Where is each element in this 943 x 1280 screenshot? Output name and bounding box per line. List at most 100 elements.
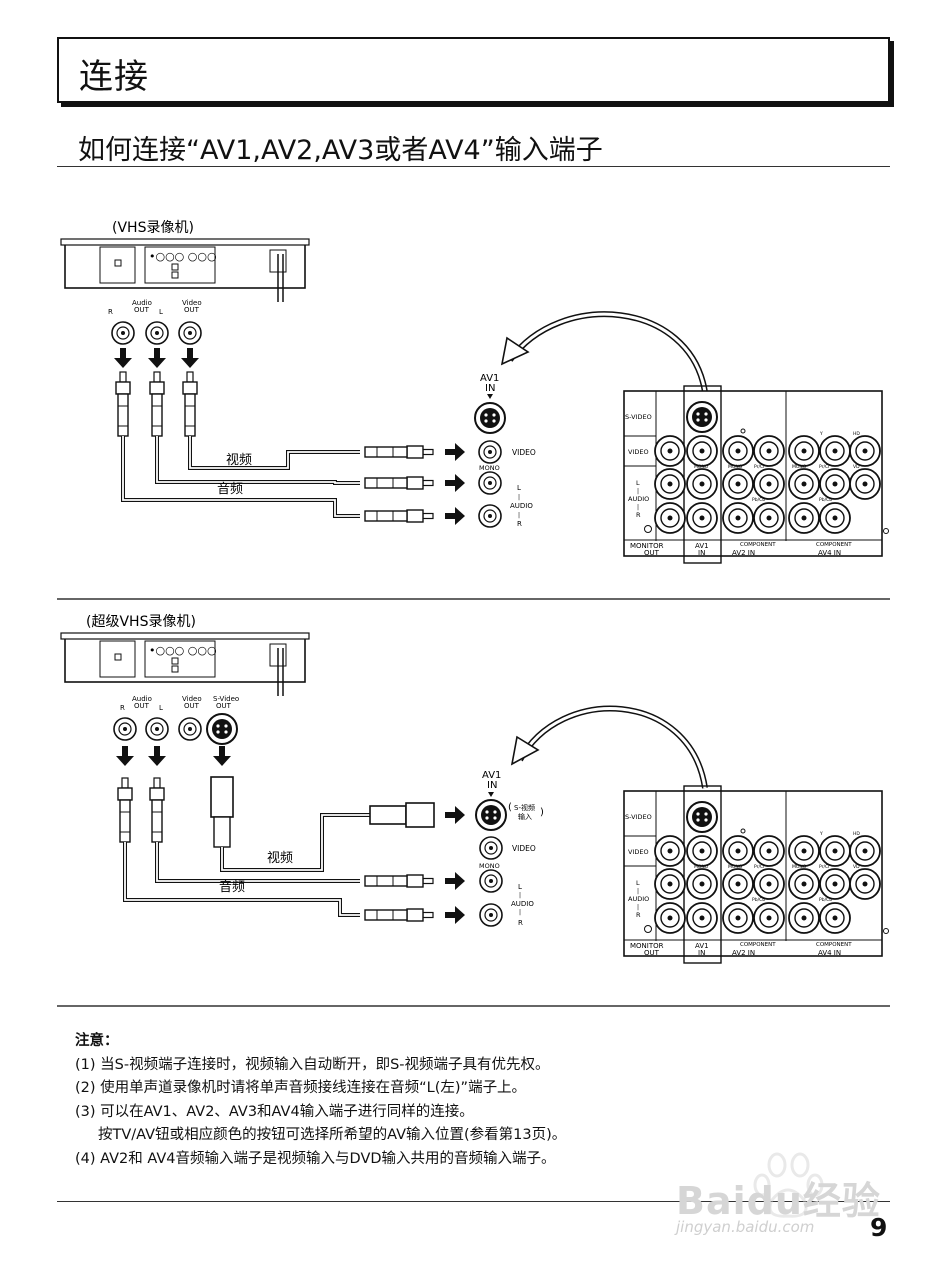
av1-audio-r-jack bbox=[478, 504, 502, 528]
subtitle-rule bbox=[57, 166, 890, 167]
page-title: 连接 bbox=[79, 57, 149, 97]
svg-text:MONO: MONO bbox=[479, 862, 500, 870]
svg-text:Pb/Cb: Pb/Cb bbox=[819, 497, 832, 503]
svg-text:AV1: AV1 bbox=[695, 542, 709, 550]
svg-text:MONO: MONO bbox=[728, 864, 743, 870]
footer-rule bbox=[57, 1201, 890, 1202]
svg-text:AV4 IN: AV4 IN bbox=[818, 549, 841, 557]
svhs-label: (超级VHS录像机) bbox=[86, 614, 196, 630]
svg-text:MONO: MONO bbox=[792, 864, 807, 870]
svg-text:Pr/Cr: Pr/Cr bbox=[754, 464, 765, 470]
note-3: (3) 可以在AV1、AV2、AV3和AV4输入端子进行同样的连接。 bbox=[75, 1103, 474, 1120]
svhs-device bbox=[60, 632, 310, 697]
svg-text:S-VIDEO: S-VIDEO bbox=[625, 413, 652, 421]
svg-text:R: R bbox=[636, 911, 641, 919]
svg-text:Pb/Cb: Pb/Cb bbox=[819, 897, 832, 903]
svg-text:L: L bbox=[518, 883, 522, 891]
svg-text:Audio: Audio bbox=[132, 299, 152, 307]
svg-text:HD: HD bbox=[853, 831, 860, 837]
svg-text:OUT: OUT bbox=[644, 949, 660, 957]
svg-text:AUDIO: AUDIO bbox=[628, 495, 649, 503]
svg-text:L: L bbox=[636, 479, 640, 487]
svg-text:MONO: MONO bbox=[792, 464, 807, 470]
svg-text:IN: IN bbox=[698, 949, 705, 957]
svhs-svideo-out-jack bbox=[206, 713, 238, 745]
svg-text:Pb/Cb: Pb/Cb bbox=[752, 897, 765, 903]
notes-section: 注意： (1) 当S-视频端子连接时，视频输入自动断开，即S-视频端子具有优先权… bbox=[75, 1030, 566, 1171]
svg-text:(: ( bbox=[508, 802, 512, 813]
svg-text:AV1: AV1 bbox=[695, 942, 709, 950]
svg-text:Video: Video bbox=[182, 299, 202, 307]
title-box: 连接 bbox=[57, 37, 890, 103]
svg-text:Y: Y bbox=[819, 431, 823, 437]
svg-text:|: | bbox=[519, 892, 521, 899]
svg-text:|: | bbox=[518, 512, 520, 519]
svg-text:VIDEO: VIDEO bbox=[628, 448, 649, 456]
notes-heading: 注意： bbox=[75, 1033, 119, 1049]
section-subtitle: 如何连接“AV1,AV2,AV3或者AV4”输入端子 bbox=[78, 135, 603, 166]
svg-text:VIDEO: VIDEO bbox=[512, 844, 536, 853]
svg-text:AUDIO: AUDIO bbox=[511, 900, 534, 908]
watermark-brand: Baidu经验 bbox=[676, 1179, 881, 1223]
svg-text:Pr/Cr: Pr/Cr bbox=[754, 864, 765, 870]
svg-text:|: | bbox=[519, 909, 521, 916]
svg-text:输入: 输入 bbox=[518, 812, 532, 821]
svg-text:OUT: OUT bbox=[644, 549, 660, 557]
svg-text:AV1: AV1 bbox=[482, 770, 501, 781]
vcr-label: (VHS录像机) bbox=[112, 220, 194, 236]
baidu-paw-icon bbox=[753, 1152, 824, 1218]
svg-text:L: L bbox=[159, 704, 163, 712]
svg-text:COMPONENT: COMPONENT bbox=[816, 942, 852, 948]
svg-text:VD: VD bbox=[853, 864, 860, 870]
svg-text:OUT: OUT bbox=[216, 702, 232, 710]
video-cable-label-2: 视频 bbox=[267, 851, 293, 866]
svg-text:R: R bbox=[120, 704, 125, 712]
svg-text:VIDEO: VIDEO bbox=[512, 448, 536, 457]
svg-text:|: | bbox=[518, 494, 520, 501]
svg-text:VIDEO: VIDEO bbox=[628, 848, 649, 856]
svg-text:R: R bbox=[518, 919, 523, 927]
svg-text:MONO: MONO bbox=[694, 464, 709, 470]
svg-text:AV1: AV1 bbox=[480, 373, 499, 384]
svg-text:AV2 IN: AV2 IN bbox=[732, 949, 755, 957]
svg-text:Video: Video bbox=[182, 695, 202, 703]
svg-text:Pr/Cr: Pr/Cr bbox=[819, 464, 830, 470]
svg-text:VD: VD bbox=[853, 464, 860, 470]
svg-text:HD: HD bbox=[853, 431, 860, 437]
svg-text:Audio: Audio bbox=[132, 695, 152, 703]
svg-text:COMPONENT: COMPONENT bbox=[740, 542, 776, 548]
note-2: (2) 使用单声道录像机时请将单声音频接线连接在音频“L(左)”端子上。 bbox=[75, 1080, 527, 1096]
svg-text:|: | bbox=[637, 504, 639, 511]
av1-svideo-in-jack-2 bbox=[475, 799, 507, 831]
svg-text:MONO: MONO bbox=[694, 864, 709, 870]
svg-text:OUT: OUT bbox=[184, 702, 200, 710]
vcr-audio-r-jack bbox=[111, 321, 135, 345]
svg-text:AV4 IN: AV4 IN bbox=[818, 949, 841, 957]
svg-text:R: R bbox=[517, 520, 522, 528]
svg-text:IN: IN bbox=[698, 549, 705, 557]
svg-text:AUDIO: AUDIO bbox=[628, 895, 649, 903]
svg-text:|: | bbox=[637, 904, 639, 911]
vcr-video-jack bbox=[178, 321, 202, 345]
svg-text:AV2 IN: AV2 IN bbox=[732, 549, 755, 557]
svg-text:OUT: OUT bbox=[134, 306, 150, 314]
page-number: 9 bbox=[870, 1213, 888, 1242]
svg-text:COMPONENT: COMPONENT bbox=[740, 942, 776, 948]
svg-text:OUT: OUT bbox=[134, 702, 150, 710]
svg-text:MONO: MONO bbox=[728, 464, 743, 470]
note-4: (4) AV2和 AV4音频输入端子是视频输入与DVD输入共用的音频输入端子。 bbox=[75, 1150, 556, 1167]
svg-text:|: | bbox=[637, 488, 639, 495]
svg-text:S-VIDEO: S-VIDEO bbox=[625, 813, 652, 821]
av1-svideo-jack bbox=[474, 402, 506, 434]
svg-text:S-Video: S-Video bbox=[213, 695, 239, 703]
audio-cable-label-2: 音频 bbox=[219, 879, 245, 895]
video-cable-label: 视频 bbox=[226, 453, 252, 468]
note-3-continued: 按TV/AV钮或相应颜色的按钮可选择所希望的AV输入位置(参看第13页)。 bbox=[98, 1127, 567, 1143]
svg-text:MONO: MONO bbox=[479, 464, 500, 472]
svg-text:IN: IN bbox=[485, 383, 495, 394]
svg-text:L: L bbox=[517, 484, 521, 492]
svg-text:R: R bbox=[636, 511, 641, 519]
